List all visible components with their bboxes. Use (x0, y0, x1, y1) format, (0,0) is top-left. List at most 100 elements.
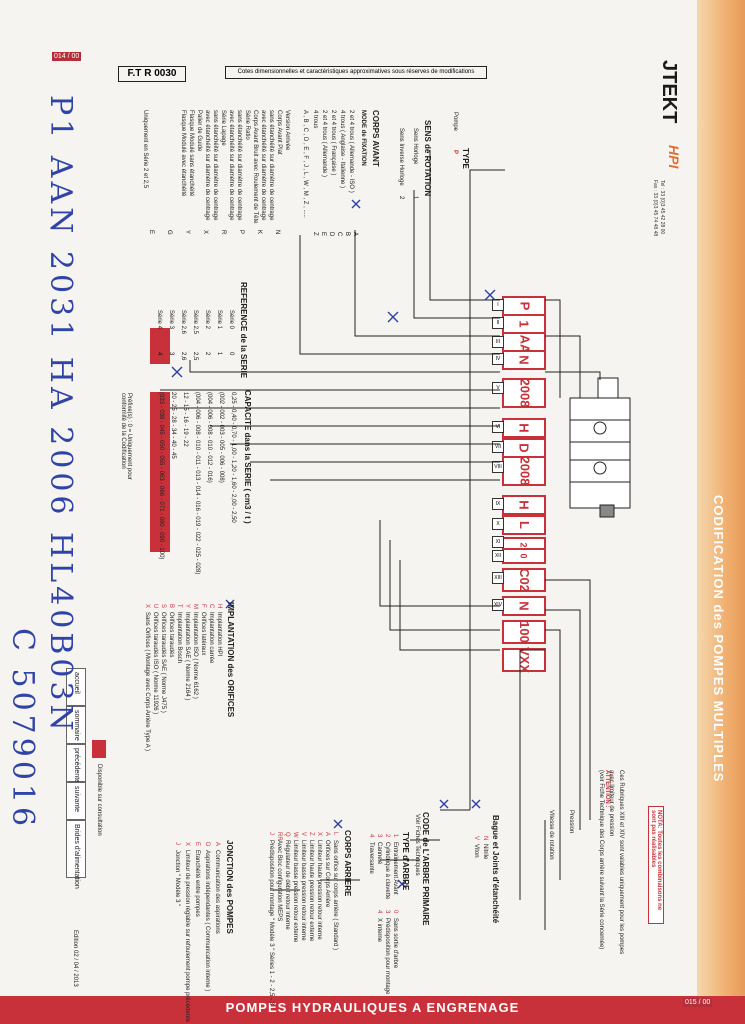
implantation-title: IMPLANTATION des ORIFICES (226, 602, 235, 718)
implantation-code-2: F (200, 604, 206, 608)
roman-12: XIII (492, 572, 504, 584)
nav-button-3[interactable]: suivante (66, 782, 86, 820)
ft-reference: F.T R 0030 (118, 66, 186, 82)
code-box-4: 2008 (502, 378, 546, 408)
uniquement-note: Uniquement en Série 2 et 2,5 (142, 110, 148, 189)
nav-button-4[interactable]: Brides d'alimentation (66, 820, 86, 889)
arrival-code-4: X (202, 230, 208, 235)
capacite-line-1: (002 - 002 - 003 - 005 - 006 - 008) (218, 392, 224, 483)
implantation-code-4: Y (184, 604, 190, 609)
corps-arriere-item-0: Sans orifice sur corps arrière ( Standar… (332, 840, 338, 951)
capacite-line-2: (004 - 006 - 008 - 010 - 012 - 016) (206, 392, 212, 483)
arbre-right-code-2: 4 (376, 910, 382, 914)
jonction-item-1: Aspirations indépendantes ( Communicatio… (204, 850, 210, 992)
nav-button-2[interactable]: précédente (66, 744, 86, 783)
implantation-item-8: Orifices taraudés ISO ( Norme 11926 ) (152, 612, 158, 715)
page-number-bottom: 015 / 00 (683, 998, 713, 1007)
nav-button-0[interactable]: accueil (66, 668, 86, 706)
fixation-code-1: B (344, 232, 350, 237)
arrival-code-2: P (238, 230, 244, 235)
corps-arriere-code-6: Q (284, 832, 290, 837)
series-item-1: Série 1 (216, 310, 222, 330)
arbre-right-code-1: 3 (384, 910, 390, 914)
corps-arriere-code-2: X (316, 832, 322, 837)
arbre-item-2: Cannelé (376, 842, 382, 865)
nav-button-label: Brides d'alimentation (73, 824, 80, 889)
fixation-item-0: 2 et 4 trous ( Allemande - ISO ) (348, 110, 354, 193)
jonction-item-0: Communication des aspirations (214, 850, 220, 934)
series-code-5: 3 (168, 352, 174, 356)
roman-9: X (492, 518, 504, 530)
arbre-code-title: CODE de L'ARBRE PRIMAIRE (421, 812, 430, 926)
corps-arriere-code-8: J (268, 832, 274, 835)
arrival-code-1: K (256, 230, 262, 235)
arrival-item-0: Version Arrivée (284, 110, 290, 151)
implantation-item-7: Orifices taraudés SAE ( Norme J475 ) (160, 612, 166, 713)
attention-line-1: avec limiteur de pression (608, 770, 614, 837)
fixation-item-4: 4 trous (312, 110, 318, 129)
corps-arriere-item-3: Limiteur haute pression retour externe (308, 840, 314, 942)
arrival-item-11: Palier de Guide (196, 110, 202, 152)
implantation-code-3: M (192, 604, 198, 609)
rotation-item-0: Sens Horloge (412, 128, 418, 165)
implantation-code-6: B (168, 604, 174, 609)
arrival-code-6: G (166, 230, 172, 235)
arrival-item-9: sans étanchéité sur diamètre de centrage (212, 110, 218, 221)
series-code-6: 4 (156, 352, 162, 356)
rotation-code-1: 2 (398, 196, 404, 200)
capacite-line-3: (004 - 006 - 008 - 010 - 011 - 013 - 014… (194, 392, 200, 575)
nav-button-1[interactable]: sommaire (66, 706, 86, 744)
arrival-item-1: Corps Avant Plat (276, 110, 282, 155)
prefix-note: Préfixe(s) : 0 = Uniquement pour conform… (120, 393, 132, 480)
series-code-0: 0 (228, 352, 234, 356)
implantation-item-2: Orifices latéraux (200, 612, 206, 656)
corps-arriere-code-1: A (324, 832, 330, 837)
corps-arriere-item-7: Avec Bloc configuration MEPS (276, 840, 282, 922)
arbre-right-item-0: Sans sortie d'arbre (392, 918, 398, 969)
roman-4: V (492, 382, 504, 394)
series-code-3: 2,5 (192, 352, 198, 361)
arbre-code-2: 3 (376, 834, 382, 838)
arbre-code-0: 1 (392, 834, 398, 838)
capacite-highlight (150, 392, 170, 552)
fixation-item-2: 2 et 4 trous ( Française ) (330, 110, 336, 176)
type-title: TYPE (461, 148, 470, 169)
corps-arriere-item-5: Limiteur basse pression retour externe (292, 840, 298, 943)
jonction-item-3: Limiteur de pression réglable sur refoul… (184, 850, 190, 1023)
rotation-code-0: 1 (412, 196, 418, 200)
arbre-item-3: Traversante (368, 842, 374, 874)
bottom-title-bar (0, 996, 745, 1024)
gear-icon-1 (593, 421, 607, 435)
arrival-item-6: sans étanchéité sur diamètre de centrage (236, 110, 242, 221)
arbre-item-1: Cylindrique à clavette (384, 842, 390, 900)
arbre-code-3: 4 (368, 834, 374, 838)
implantation-code-9: X (144, 604, 150, 609)
jonction-code-2: E (194, 842, 200, 847)
series-code-1: 1 (216, 352, 222, 356)
handwritten-code-2: C 5079016 (5, 628, 40, 831)
series-item-3: Série 2,5 (192, 310, 198, 335)
jonction-code-0: A (214, 842, 220, 847)
edition-label: Edition 02 / 04 / 2013 (72, 930, 78, 987)
bague-title: Bague et Joints d'étanchéité (491, 815, 500, 924)
fixation-item-3: 2 et 4 trous ( Allemande ) (321, 110, 327, 178)
pump-body-1 (569, 397, 631, 509)
handwritten-code: P1 AAN 2031 HA 2006 HL40B03N (43, 95, 78, 735)
gear-icon-2 (593, 461, 607, 475)
implantation-code-1: C (208, 604, 214, 609)
corps-arriere-item-2: Limiteur haute pression retour interne (316, 840, 322, 940)
fixation-code-0: A (352, 232, 358, 237)
bague-item-1: Viton (473, 844, 479, 858)
implantation-item-9: Sans Orifices ( Montage avec Corps Arriè… (144, 612, 150, 751)
implantation-item-3: Implantation ISO ( Norme 6162 ) (192, 612, 198, 699)
vitesse-label: Vitesse de rotation (548, 810, 554, 860)
series-item-4: Série 2,6 (180, 310, 186, 335)
arbre-right-code-0: 0 (392, 910, 398, 914)
capacite-title: CAPACITE dans la SERIE ( cm3 / t ) (243, 390, 252, 524)
nota-box: NOTA: Toutes les combinaisons ne sont pa… (648, 806, 664, 924)
rotation-item-1: Sens Inverse Horloge (398, 128, 404, 186)
arbre-item-0: Entraînement Avant (392, 842, 398, 895)
cotes-note: Cotes dimensionnelles et caractéristique… (225, 66, 487, 79)
attention-line-0: Ces Rubriques XIII et XIV sont valables … (618, 770, 624, 955)
nav-button-label: suivante (73, 786, 80, 813)
